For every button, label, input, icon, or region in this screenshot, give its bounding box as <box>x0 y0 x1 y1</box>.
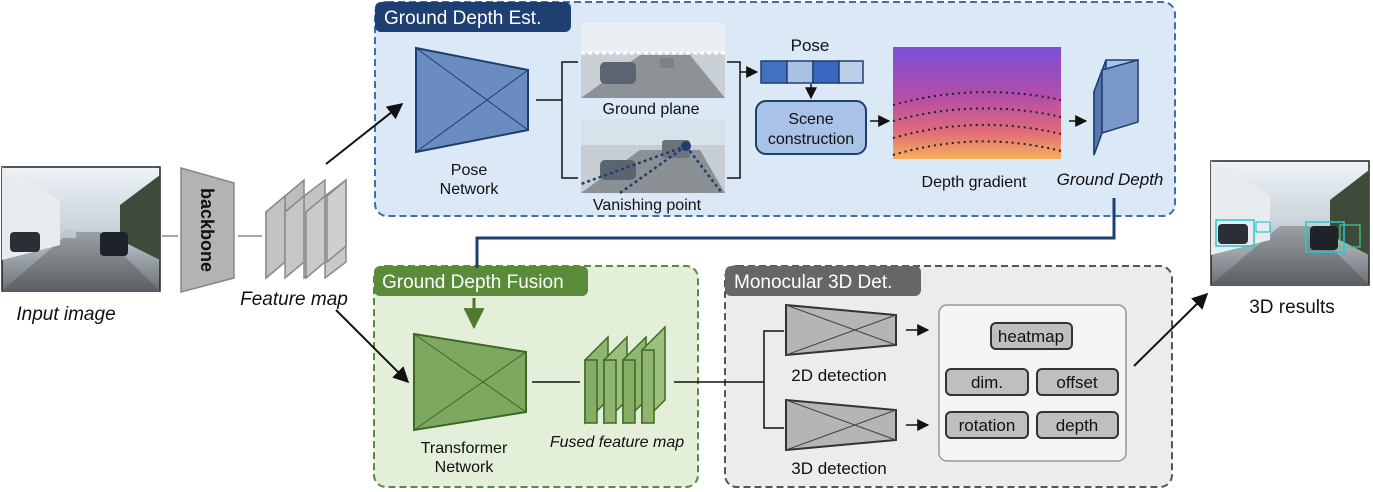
scene-construction-label-1: Scene <box>788 111 833 128</box>
pose-network-block <box>415 46 529 154</box>
backbone-block: backbone <box>180 167 235 293</box>
results-image <box>1210 160 1370 286</box>
det3d-label: 3D detection <box>791 459 886 478</box>
mono3d-title: Monocular 3D Det. <box>734 272 892 293</box>
feature-map-stack <box>265 178 347 280</box>
head-depth-label: depth <box>1056 416 1099 435</box>
mono3d-header <box>725 266 921 296</box>
backbone-label: backbone <box>197 188 217 272</box>
vanishing-point-image <box>580 119 725 195</box>
ground-plane-label: Ground plane <box>603 101 700 118</box>
pose-vector <box>760 60 864 84</box>
scene-construction-label-2: construction <box>768 131 854 148</box>
head-dim: dim. <box>945 368 1029 396</box>
input-image <box>1 166 161 292</box>
transformer-network-block <box>413 332 527 432</box>
scene-construction-box: Scene construction <box>755 100 867 155</box>
results-label: 3D results <box>1249 297 1335 318</box>
transformer-network-label-1: Transformer <box>421 440 508 457</box>
det3d-block <box>785 398 897 452</box>
ground-plane-image <box>581 23 725 98</box>
arrow-feature-to-transformer <box>335 309 410 384</box>
arrow-to-results <box>1133 292 1209 367</box>
pose-label: Pose <box>791 36 830 55</box>
input-image-label: Input image <box>16 304 115 325</box>
ground-depth-est-header <box>375 2 571 32</box>
feature-map-label: Feature map <box>240 289 348 310</box>
head-dim-label: dim. <box>971 373 1003 392</box>
ground-depth-fusion-header <box>374 266 588 296</box>
fused-feature-map-stack <box>584 325 666 425</box>
det2d-block <box>785 303 897 357</box>
ground-depth-fusion-panel: Ground Depth Fusion <box>373 265 699 488</box>
head-offset-label: offset <box>1056 373 1098 392</box>
ground-depth-est-title: Ground Depth Est. <box>384 8 541 29</box>
depth-gradient-image <box>892 47 1062 159</box>
depth-gradient-label: Depth gradient <box>922 174 1028 191</box>
head-depth: depth <box>1036 411 1119 439</box>
head-heatmap: heatmap <box>990 322 1073 350</box>
ground-depth-slab <box>1092 59 1140 156</box>
pose-network-label-2: Network <box>440 181 500 198</box>
fused-feature-map-label: Fused feature map <box>550 434 684 451</box>
head-rotation: rotation <box>945 411 1029 439</box>
ground-depth-label: Ground Depth <box>1057 170 1164 189</box>
arrow-feature-to-pose <box>325 103 404 165</box>
head-heatmap-label: heatmap <box>998 327 1064 346</box>
vanishing-point-label: Vanishing point <box>593 197 702 214</box>
head-rotation-label: rotation <box>959 416 1016 435</box>
connector-depth-to-fusion <box>475 198 1116 268</box>
ground-depth-fusion-title: Ground Depth Fusion <box>382 272 564 293</box>
transformer-network-label-2: Network <box>435 459 495 476</box>
head-offset: offset <box>1036 368 1119 396</box>
det2d-label: 2D detection <box>791 366 886 385</box>
pose-network-label-1: Pose <box>451 162 488 179</box>
